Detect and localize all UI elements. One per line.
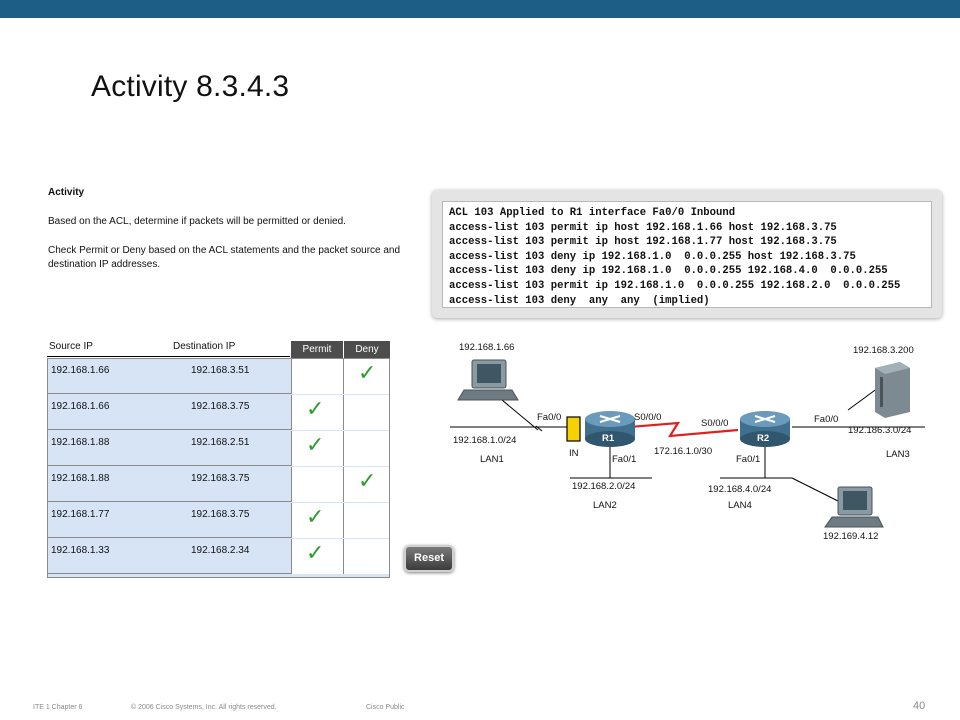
acl-statement: access-list 103 permit ip host 192.168.1… [449, 221, 837, 234]
footer-classification: Cisco Public [366, 704, 405, 711]
lan2-network: 192.168.2.0/24 [572, 481, 636, 492]
wan-link [629, 421, 739, 438]
r1-fa01-label: Fa0/1 [612, 454, 637, 465]
header-bar [0, 0, 960, 18]
r1-name: R1 [602, 433, 615, 444]
permit-checkbox[interactable] [291, 359, 344, 394]
permit-checkbox[interactable] [291, 467, 344, 502]
pc-icon [457, 359, 519, 401]
router-icon [740, 411, 790, 447]
r2-fa00-label: Fa0/0 [814, 414, 839, 425]
destination-ip-cell: 192.168.3.75 [191, 509, 250, 520]
deny-checkbox[interactable] [344, 431, 389, 466]
deny-checkbox[interactable]: ✓ [344, 359, 389, 394]
footer-copyright: © 2006 Cisco Systems, Inc. All rights re… [131, 704, 277, 711]
source-ip-cell: 192.168.1.77 [51, 509, 110, 520]
table-row: 192.168.1.88 192.168.3.75 ✓ [48, 467, 389, 502]
acl-statement: access-list 103 deny ip 192.168.1.0 0.0.… [449, 250, 856, 263]
check-icon: ✓ [306, 433, 325, 458]
destination-ip-cell: 192.168.3.51 [191, 365, 250, 376]
destination-ip-cell: 192.168.2.51 [191, 437, 250, 448]
lan4-label: LAN4 [728, 500, 752, 511]
router-icon [585, 411, 635, 447]
lan2-label: LAN2 [593, 500, 617, 511]
r2-s000-label: S0/0/0 [701, 418, 729, 429]
source-ip-cell: 192.168.1.88 [51, 437, 110, 448]
lan3-label: LAN3 [886, 449, 910, 460]
wan-network: 172.16.1.0/30 [654, 446, 713, 457]
header-divider [47, 356, 290, 357]
page-number: 40 [913, 700, 926, 712]
reset-button[interactable]: Reset [404, 545, 454, 572]
packet-table: 192.168.1.66 192.168.3.51 ✓ 192.168.1.66… [47, 358, 390, 578]
acl-listing: ACL 103 Applied to R1 interface Fa0/0 In… [442, 201, 932, 308]
check-icon: ✓ [306, 505, 325, 530]
acl-in-marker [566, 416, 581, 442]
permit-checkbox[interactable]: ✓ [291, 395, 344, 430]
acl-title-line: ACL 103 Applied to R1 interface Fa0/0 In… [449, 207, 736, 219]
acl-statement: access-list 103 deny any any (implied) [449, 294, 710, 307]
lan3-network: 192.186.3.0/24 [848, 425, 912, 436]
activity-heading: Activity [48, 187, 85, 198]
column-header-source-ip: Source IP [49, 341, 93, 352]
source-ip-cell: 192.168.1.88 [51, 473, 110, 484]
table-row: 192.168.1.88 192.168.2.51 ✓ [48, 431, 389, 466]
pc-icon [824, 486, 884, 528]
check-icon: ✓ [306, 397, 325, 422]
r1-s000-label: S0/0/0 [634, 412, 662, 423]
server-ip: 192.168.3.200 [853, 345, 914, 356]
table-row: 192.168.1.66 192.168.3.75 ✓ [48, 395, 389, 430]
server-icon [875, 362, 910, 418]
activity-instruction-1: Based on the ACL, determine if packets w… [48, 216, 346, 227]
table-row: 192.168.1.33 192.168.2.34 ✓ [48, 539, 389, 574]
in-label: IN [569, 448, 579, 459]
check-icon: ✓ [358, 361, 377, 386]
column-header-destination-ip: Destination IP [173, 341, 236, 352]
slide-title: Activity 8.3.4.3 [91, 70, 290, 103]
destination-ip-cell: 192.168.3.75 [191, 401, 250, 412]
acl-statement: access-list 103 deny ip 192.168.1.0 0.0.… [449, 265, 888, 278]
column-header-permit: Permit [291, 341, 343, 358]
source-ip-cell: 192.168.1.66 [51, 401, 110, 412]
acl-panel: ACL 103 Applied to R1 interface Fa0/0 In… [432, 190, 942, 318]
check-icon: ✓ [358, 469, 377, 494]
deny-checkbox[interactable] [344, 539, 389, 574]
lan1-label: LAN1 [480, 454, 504, 465]
acl-statement: access-list 103 permit ip host 192.168.1… [449, 236, 837, 249]
r2-name: R2 [757, 433, 770, 444]
column-header-deny: Deny [344, 341, 390, 358]
network-topology: 192.168.1.66 Fa0/0 S0/0/0 R1 192.168.1.0… [420, 330, 960, 560]
lan4-network: 192.168.4.0/24 [708, 484, 772, 495]
pc-lan4-link [791, 477, 841, 503]
destination-ip-cell: 192.168.2.34 [191, 545, 250, 556]
activity-instruction-2: Check Permit or Deny based on the ACL st… [48, 245, 401, 270]
table-row: 192.168.1.66 192.168.3.51 ✓ [48, 359, 389, 394]
deny-checkbox[interactable] [344, 503, 389, 538]
destination-ip-cell: 192.168.3.75 [191, 473, 250, 484]
source-ip-cell: 192.168.1.33 [51, 545, 110, 556]
permit-checkbox[interactable]: ✓ [291, 431, 344, 466]
acl-statement: access-list 103 permit ip 192.168.1.0 0.… [449, 279, 901, 292]
pc-lan4-ip: 192.169.4.12 [823, 531, 879, 542]
pc-lan1-ip: 192.168.1.66 [459, 342, 515, 353]
topology-diagram [450, 359, 925, 528]
source-ip-cell: 192.168.1.66 [51, 365, 110, 376]
permit-checkbox[interactable]: ✓ [291, 539, 344, 574]
check-icon: ✓ [306, 541, 325, 566]
r1-fa00-label: Fa0/0 [537, 412, 562, 423]
r2-fa01-label: Fa0/1 [736, 454, 761, 465]
lan1-network: 192.168.1.0/24 [453, 435, 517, 446]
deny-checkbox[interactable] [344, 395, 389, 430]
permit-checkbox[interactable]: ✓ [291, 503, 344, 538]
deny-checkbox[interactable]: ✓ [344, 467, 389, 502]
table-row: 192.168.1.77 192.168.3.75 ✓ [48, 503, 389, 538]
footer-course: ITE 1 Chapter 6 [33, 704, 83, 711]
